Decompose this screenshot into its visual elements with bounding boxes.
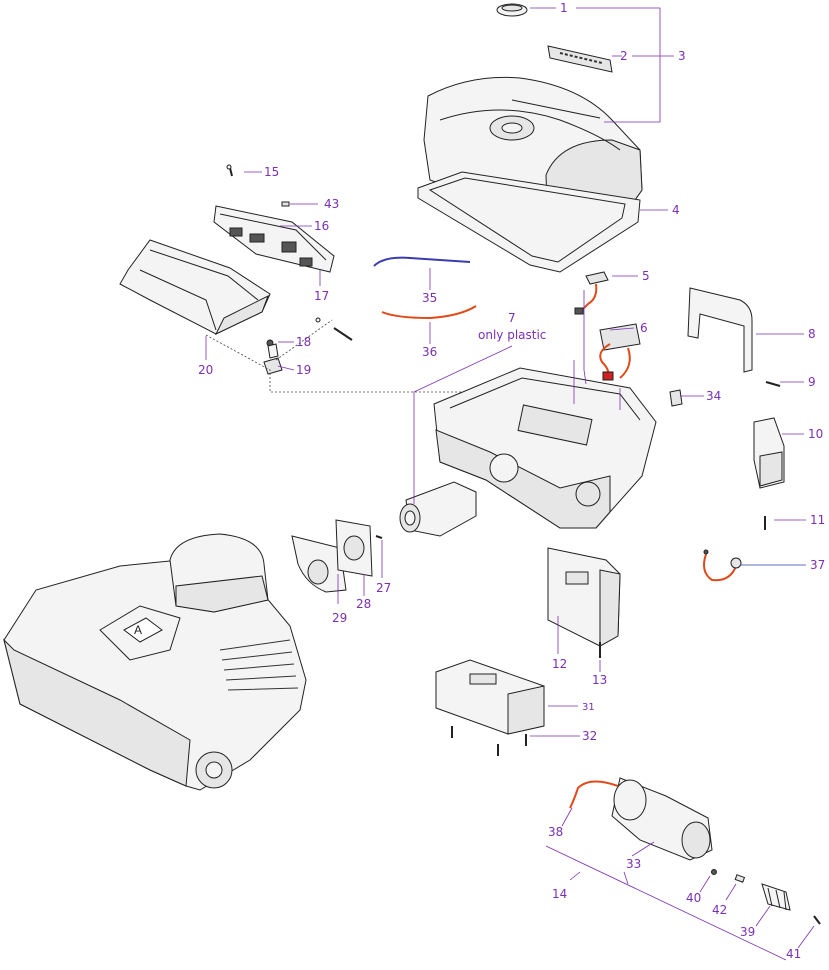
part-41-screw bbox=[813, 915, 821, 925]
part-8-handle bbox=[687, 287, 753, 373]
callout-17: 17 bbox=[314, 289, 329, 303]
part-20-electronics-tray bbox=[119, 239, 271, 336]
callout-3: 3 bbox=[678, 49, 686, 63]
assembly-dash-lines-2 bbox=[275, 319, 333, 361]
callout-7: 7 bbox=[508, 311, 516, 325]
part-31-battery bbox=[435, 659, 545, 735]
part-19-bracket bbox=[263, 343, 283, 375]
callout-34: 34 bbox=[706, 389, 721, 403]
callout-43: 43 bbox=[324, 197, 339, 211]
part-9-screw bbox=[765, 381, 781, 387]
part-2-plate bbox=[547, 45, 613, 73]
callout-15: 15 bbox=[264, 165, 279, 179]
callout-labels: 1 2 3 4 5 6 7 only plastic 8 9 10 11 12 … bbox=[198, 1, 825, 961]
callout-28: 28 bbox=[356, 597, 371, 611]
callout-8: 8 bbox=[808, 327, 816, 341]
part-1-cap bbox=[496, 3, 528, 17]
callout-6: 6 bbox=[640, 321, 648, 335]
part-33-motor bbox=[569, 777, 713, 861]
part-42-pin bbox=[734, 874, 746, 883]
part-10-cover bbox=[753, 417, 785, 489]
callout-36: 36 bbox=[422, 345, 437, 359]
assembly-dash-lines bbox=[205, 334, 480, 393]
part-6-connector-board bbox=[599, 323, 641, 381]
callout-7-note: only plastic bbox=[478, 328, 546, 342]
cooling-fins bbox=[219, 639, 299, 691]
part-36-wire bbox=[381, 305, 477, 320]
part-34-clip bbox=[669, 389, 683, 407]
callout-29: 29 bbox=[332, 611, 347, 625]
housing-logo: A bbox=[134, 623, 142, 637]
part-7-chassis bbox=[433, 367, 657, 529]
callout-42: 42 bbox=[712, 903, 727, 917]
callout-16: 16 bbox=[314, 219, 329, 233]
callout-5: 5 bbox=[642, 269, 650, 283]
part-29-bracket bbox=[291, 535, 347, 593]
callout-35: 35 bbox=[422, 291, 437, 305]
part-12-box bbox=[547, 547, 621, 647]
callout-4: 4 bbox=[672, 203, 680, 217]
leader-lines bbox=[205, 7, 815, 961]
callout-33: 33 bbox=[626, 857, 641, 871]
callout-12: 12 bbox=[552, 657, 567, 671]
part-27-screw bbox=[375, 535, 383, 539]
callout-14: 14 bbox=[552, 887, 567, 901]
callout-10: 10 bbox=[808, 427, 823, 441]
part-39-gear bbox=[761, 883, 791, 911]
callout-31: 31 bbox=[582, 702, 595, 713]
part-35-wire bbox=[373, 256, 471, 267]
callout-38: 38 bbox=[548, 825, 563, 839]
callout-41: 41 bbox=[786, 947, 801, 961]
part-43-clip bbox=[281, 201, 290, 207]
callout-2: 2 bbox=[620, 49, 628, 63]
callout-13: 13 bbox=[592, 673, 607, 687]
part-16-board-assembly bbox=[213, 205, 335, 273]
part-7-gear-hub bbox=[399, 481, 477, 537]
main-housing: A bbox=[3, 533, 307, 791]
callout-37: 37 bbox=[810, 558, 825, 572]
callout-9: 9 bbox=[808, 375, 816, 389]
callout-1: 1 bbox=[560, 1, 568, 15]
callout-20: 20 bbox=[198, 363, 213, 377]
callout-27: 27 bbox=[376, 581, 391, 595]
callout-32: 32 bbox=[582, 729, 597, 743]
dowel-pin bbox=[315, 317, 353, 341]
part-40-washer bbox=[711, 869, 717, 875]
callout-19: 19 bbox=[296, 363, 311, 377]
part-37-cable bbox=[703, 549, 742, 582]
callout-11: 11 bbox=[810, 513, 825, 527]
part-4-gasket bbox=[417, 171, 641, 273]
callout-18: 18 bbox=[296, 335, 311, 349]
callout-39: 39 bbox=[740, 925, 755, 939]
part-5-sensor bbox=[574, 271, 609, 315]
callout-40: 40 bbox=[686, 891, 701, 905]
part-15-screw bbox=[226, 164, 233, 177]
part-28-plate bbox=[335, 519, 373, 577]
